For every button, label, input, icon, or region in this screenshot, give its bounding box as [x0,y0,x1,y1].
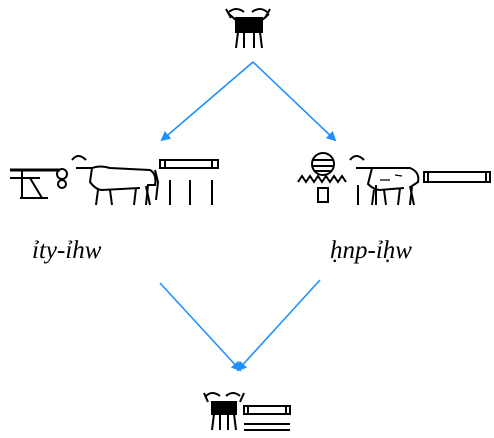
arrow-left-to-bottom [159,282,242,372]
arrow-right-to-bottom [236,279,321,372]
bottom-double-ox-enclosure-icon [203,392,291,431]
transliteration-left: ỉty-ỉhw [32,237,102,264]
transliteration-right: ḥnp-ỉḥw [330,237,412,264]
top-double-ox-icon [225,8,271,49]
arrow-top-to-right [252,61,337,142]
arrow-top-to-left [160,61,254,142]
right-hieroglyph-group-icon [297,152,491,206]
left-hieroglyph-group-icon [10,155,219,206]
